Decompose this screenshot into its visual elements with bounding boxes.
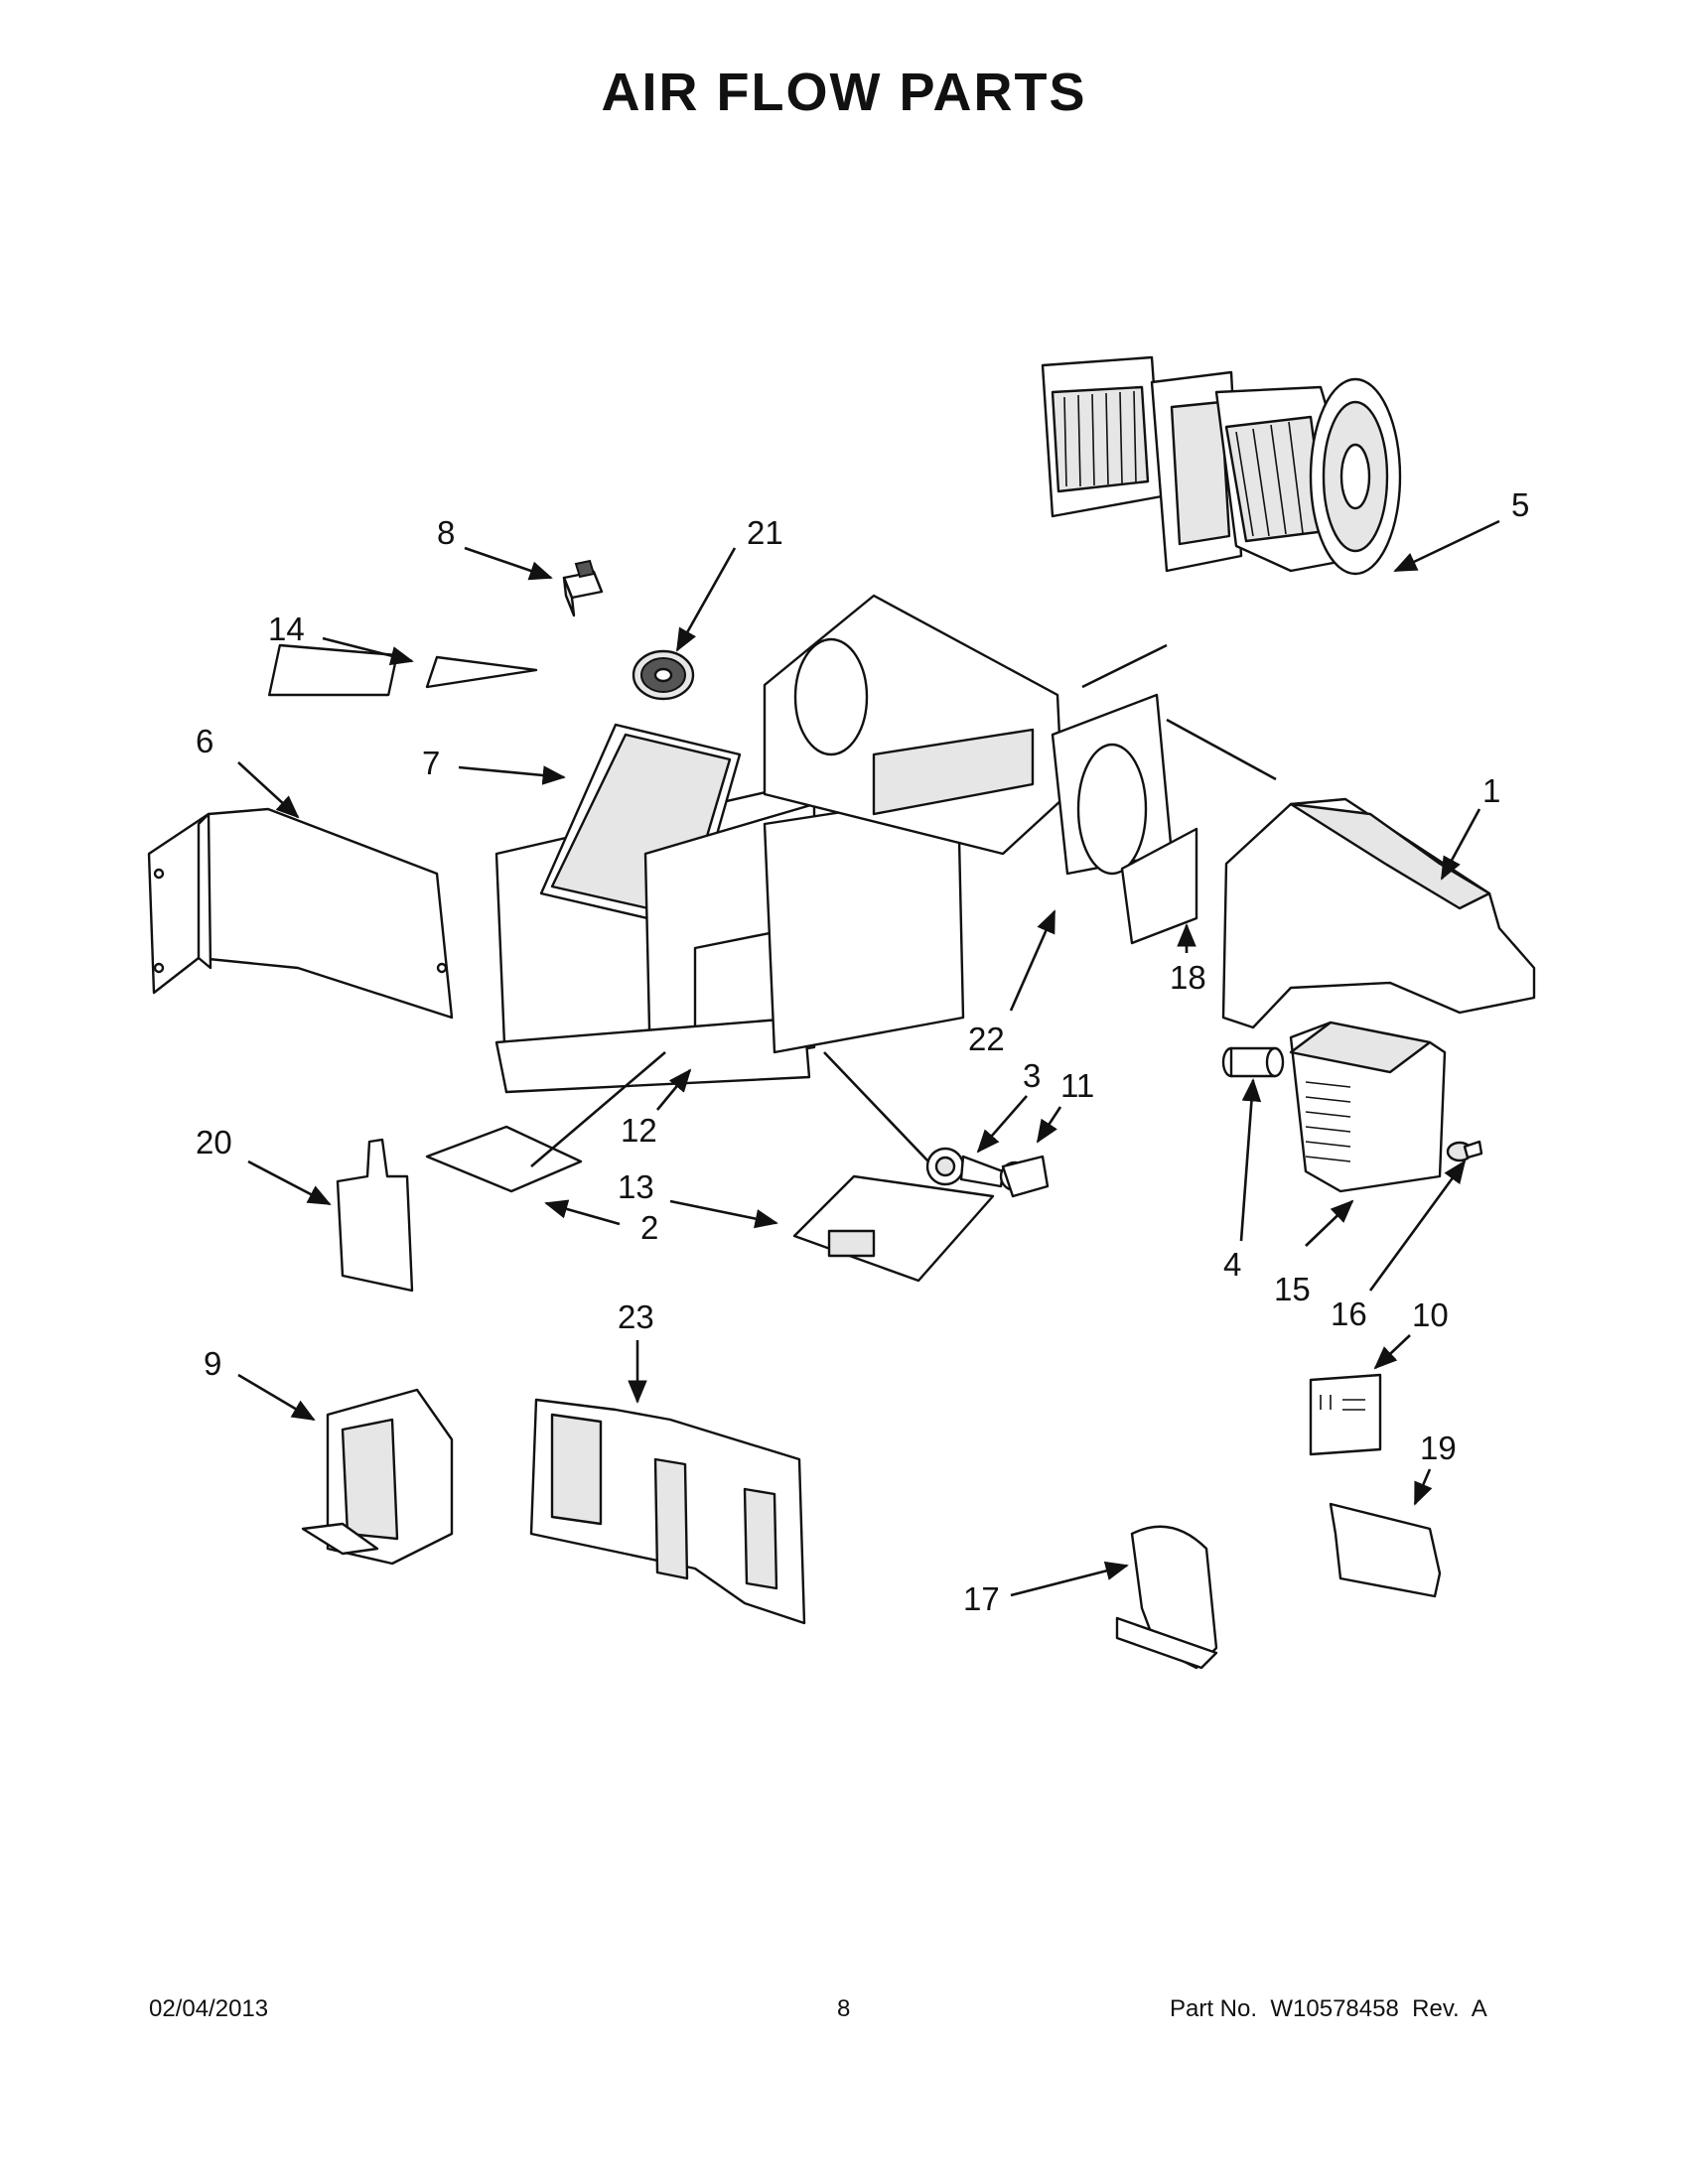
callout-12: 12 bbox=[621, 1112, 657, 1149]
part-8-switch bbox=[562, 559, 604, 617]
callout-15: 15 bbox=[1274, 1271, 1311, 1307]
part-9-box bbox=[301, 1388, 454, 1566]
part-3-11-lamp-socket bbox=[925, 1147, 1050, 1198]
callout-16: 16 bbox=[1331, 1296, 1367, 1332]
callout-13: 13 bbox=[618, 1168, 654, 1205]
callout-3: 3 bbox=[1023, 1057, 1041, 1094]
exploded-parts-diagram: 8 21 14 6 7 5 1 18 22 3 11 12 20 13 2 4 … bbox=[147, 355, 1536, 1670]
part-7-12-base-assembly bbox=[494, 723, 965, 1094]
callout-6: 6 bbox=[196, 723, 213, 759]
footer-part-number: Part No. W10578458 Rev. A bbox=[1170, 1995, 1487, 2022]
callout-5: 5 bbox=[1511, 486, 1529, 523]
callout-14: 14 bbox=[268, 611, 305, 647]
callout-10: 10 bbox=[1412, 1297, 1449, 1333]
part-5-blower-motor bbox=[1041, 355, 1402, 576]
callout-8: 8 bbox=[437, 514, 455, 551]
callout-2: 2 bbox=[640, 1209, 658, 1246]
callout-17: 17 bbox=[963, 1580, 1000, 1617]
part-1-duct bbox=[1221, 797, 1536, 1029]
part-17-duct-piece bbox=[1115, 1525, 1218, 1670]
part-10-label bbox=[1309, 1373, 1382, 1456]
part-13-tray bbox=[792, 1174, 995, 1283]
part-14-plate bbox=[267, 643, 538, 697]
part-20-bracket bbox=[336, 1138, 414, 1293]
part-6-side-cover bbox=[147, 807, 454, 1020]
part-chassis-upper bbox=[763, 594, 1174, 876]
part-23-air-guide bbox=[529, 1398, 806, 1625]
footer-page-number: 8 bbox=[837, 1995, 851, 2022]
part-19-bracket bbox=[1329, 1502, 1442, 1598]
callout-23: 23 bbox=[618, 1298, 654, 1335]
page-title: AIR FLOW PARTS bbox=[601, 63, 1087, 122]
callout-22: 22 bbox=[968, 1021, 1005, 1057]
part-18-panel bbox=[1120, 827, 1198, 945]
callout-19: 19 bbox=[1420, 1430, 1457, 1466]
part-4-cylinder bbox=[1221, 1046, 1285, 1078]
callout-9: 9 bbox=[204, 1345, 221, 1382]
callout-20: 20 bbox=[196, 1124, 232, 1160]
footer-date: 02/04/2013 bbox=[149, 1995, 269, 2022]
part-15-transformer bbox=[1289, 1021, 1447, 1193]
callout-18: 18 bbox=[1170, 959, 1206, 996]
callout-21: 21 bbox=[747, 514, 783, 551]
callout-7: 7 bbox=[422, 745, 440, 781]
part-16-thermostat bbox=[1446, 1140, 1483, 1162]
callout-1: 1 bbox=[1482, 772, 1500, 809]
leader-lines bbox=[237, 519, 1500, 1597]
callout-4: 4 bbox=[1223, 1246, 1241, 1283]
callout-11: 11 bbox=[1060, 1067, 1094, 1104]
part-21-fan bbox=[632, 649, 695, 701]
part-2-plate bbox=[425, 1125, 583, 1193]
